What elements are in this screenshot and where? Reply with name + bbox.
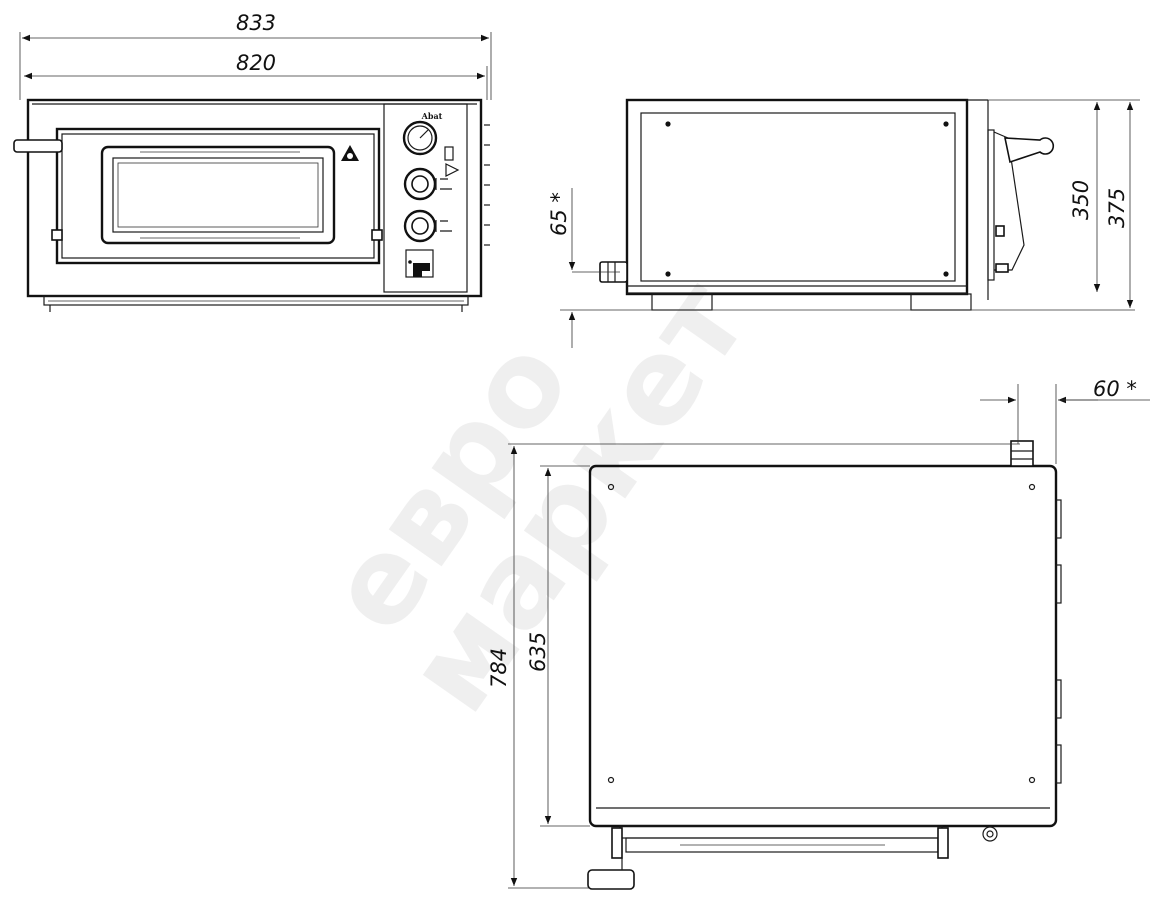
brand-logo: Abat bbox=[421, 111, 443, 121]
dimension-cable-offset: 60 * bbox=[1093, 377, 1137, 401]
front-view: 833 820 bbox=[13, 11, 492, 312]
door-handle-side bbox=[1004, 137, 1055, 164]
dimension-total-depth: 784 bbox=[487, 648, 511, 688]
dimension-total-height: 375 bbox=[1105, 188, 1129, 228]
door-side-profile bbox=[987, 129, 1055, 281]
control-knob-icon bbox=[403, 167, 452, 201]
power-switch-icon bbox=[405, 249, 434, 278]
dimension-foot-height: 65 * bbox=[547, 192, 571, 236]
cable-gland-top bbox=[1010, 440, 1034, 467]
dimension-body-width: 820 bbox=[236, 51, 276, 75]
dimension-total-width: 833 bbox=[236, 11, 276, 35]
oven-door bbox=[13, 127, 383, 265]
control-knob-icon bbox=[403, 209, 452, 243]
door-top-profile bbox=[587, 825, 998, 890]
lamp-icon bbox=[445, 163, 460, 177]
top-view: 60 * 784 635 bbox=[487, 377, 1150, 890]
thermometer-icon bbox=[402, 120, 438, 156]
warning-hot-surface-icon bbox=[341, 145, 359, 161]
door-handle-top bbox=[587, 869, 635, 890]
control-panel: Abat bbox=[383, 103, 468, 293]
side-view: 65 * 350 375 bbox=[547, 98, 1140, 348]
door-handle bbox=[13, 139, 63, 153]
dimension-body-height: 350 bbox=[1069, 180, 1093, 220]
dimension-body-depth: 635 bbox=[526, 632, 550, 672]
side-ridges bbox=[484, 124, 490, 246]
